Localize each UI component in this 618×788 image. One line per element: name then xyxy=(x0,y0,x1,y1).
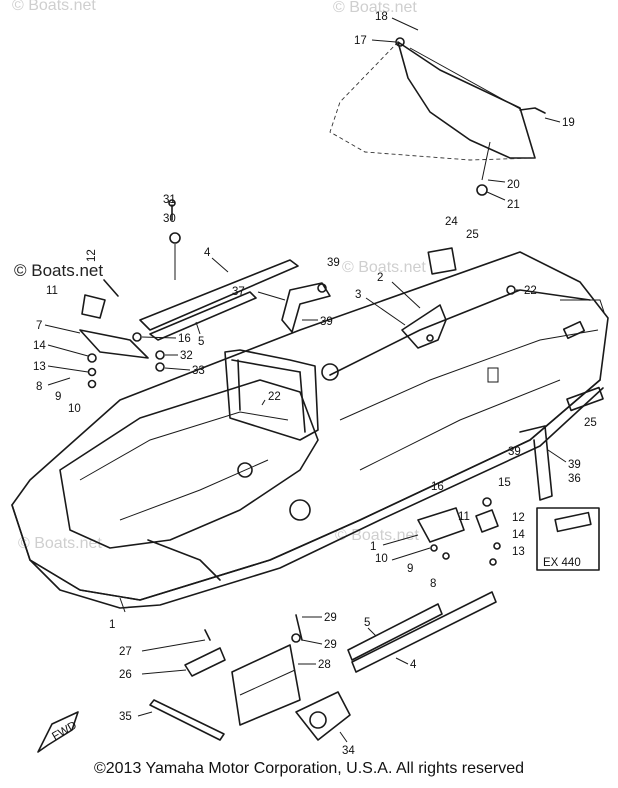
part-label-20: 20 xyxy=(507,179,520,191)
watermark: © Boats.net xyxy=(342,259,426,276)
part-label-4: 4 xyxy=(410,659,417,671)
frame-hull xyxy=(11,251,609,609)
part-label-14: 14 xyxy=(33,340,46,352)
part-label-29: 29 xyxy=(324,612,337,624)
part-label-15: 15 xyxy=(498,477,511,489)
part-label-35: 34 xyxy=(342,745,355,757)
part-label-38: 37 xyxy=(232,286,245,298)
part-label-39: 39 xyxy=(508,446,521,458)
part-label-21: 21 xyxy=(507,199,520,211)
part-label-22: 22 xyxy=(524,285,537,297)
part-label-33: 32 xyxy=(180,350,193,362)
model-variant-box: EX 440 xyxy=(536,507,600,571)
right-bracket-assembly xyxy=(417,497,501,566)
part-label-13: 13 xyxy=(512,546,525,558)
part-label-12: 12 xyxy=(512,512,525,524)
watermark: © Boats.net xyxy=(333,0,417,16)
shield-panel xyxy=(329,37,546,196)
part-label-27: 27 xyxy=(119,646,132,658)
watermarks: © Boats.net © Boats.net © Boats.net © Bo… xyxy=(12,0,426,552)
nut-34 xyxy=(155,362,165,372)
part-label-8: 8 xyxy=(36,381,42,393)
part-label-16: 16 xyxy=(178,333,191,345)
callouts: 18 17 19 20 21 31 30 4 5 12 11 7 14 13 8… xyxy=(33,11,597,757)
part-label-25: 25 xyxy=(584,417,597,429)
copyright-notice: ©2013 Yamaha Motor Corporation, U.S.A. A… xyxy=(93,760,525,777)
part-label-30: 29 xyxy=(324,639,337,651)
part-label-7: 7 xyxy=(36,320,42,332)
rail-strips-upper xyxy=(139,259,299,341)
reflector-23 xyxy=(427,247,457,275)
lower-parts xyxy=(149,614,351,741)
part-label-11: 11 xyxy=(46,285,58,297)
part-label-39: 39 xyxy=(568,459,581,471)
part-label-5: 5 xyxy=(364,617,370,629)
part-label-10: 10 xyxy=(375,553,388,565)
part-label-13: 13 xyxy=(33,361,46,373)
part-label-17: 17 xyxy=(354,35,367,47)
part-label-8: 8 xyxy=(430,578,436,590)
part-label-18: 18 xyxy=(375,11,388,23)
part-label-4: 4 xyxy=(204,247,211,259)
part-label-28: 28 xyxy=(318,659,331,671)
nut-16 xyxy=(132,332,142,342)
part-label-39: 39 xyxy=(327,257,340,269)
part-label-9: 9 xyxy=(407,563,413,575)
part-label-39: 39 xyxy=(320,316,333,328)
handle-37 xyxy=(519,425,553,501)
part-label-31: 30 xyxy=(163,213,176,225)
part-label-6: 1 xyxy=(370,541,376,553)
watermark: © Boats.net xyxy=(12,0,96,14)
part-label-16: 16 xyxy=(431,481,444,493)
rail-strips-lower xyxy=(347,591,497,673)
decal-25 xyxy=(566,386,604,412)
part-label-32: 31 xyxy=(163,194,176,206)
part-label-12: 12 xyxy=(86,249,98,262)
part-label-3: 3 xyxy=(355,289,361,301)
part-label-24: 25 xyxy=(466,229,479,241)
part-label-2: 2 xyxy=(377,272,383,284)
nut-33 xyxy=(155,350,165,360)
boats-net-logo: © Boats.net xyxy=(14,261,103,280)
part-label-11: 11 xyxy=(458,511,470,523)
part-label-10: 10 xyxy=(68,403,81,415)
left-bracket-assembly xyxy=(79,279,149,389)
part-label-9: 9 xyxy=(55,391,61,403)
bolt-22 xyxy=(506,285,516,295)
bolt-31-32 xyxy=(168,199,181,280)
model-label: EX 440 xyxy=(543,557,581,569)
part-label-26: 26 xyxy=(119,669,132,681)
part-label-37: 36 xyxy=(568,473,581,485)
part-label-34: 33 xyxy=(192,365,205,377)
part-label-5: 5 xyxy=(198,336,204,348)
part-label-36: 35 xyxy=(119,711,132,723)
grab-handle xyxy=(281,282,331,333)
part-label-23: 24 xyxy=(445,216,458,228)
part-label-1: 1 xyxy=(109,619,115,631)
part-label-22: 22 xyxy=(268,391,281,403)
part-label-19: 19 xyxy=(562,117,575,129)
watermark: © Boats.net xyxy=(18,535,102,552)
fwd-arrow: FWD xyxy=(37,711,79,753)
part-label-14: 14 xyxy=(512,529,525,541)
rear-cover xyxy=(401,304,447,349)
